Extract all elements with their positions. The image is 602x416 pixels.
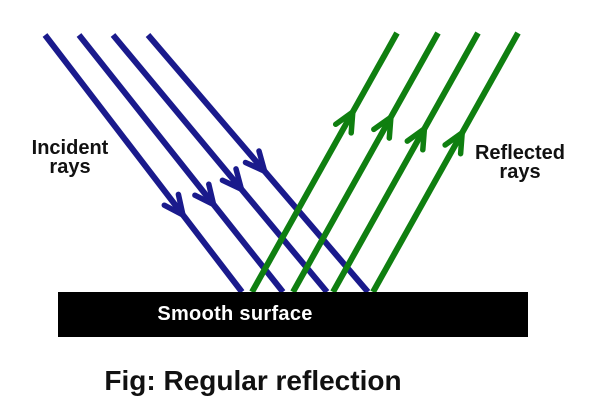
reflected-ray-line xyxy=(330,31,481,294)
smooth-surface-label: Smooth surface xyxy=(157,303,313,325)
reflected-ray-arrowhead-icon xyxy=(371,114,394,141)
reflected-ray-arrowhead-icon xyxy=(404,126,428,153)
incident-ray-line xyxy=(42,33,245,294)
incident-ray-arrowhead-icon xyxy=(242,148,268,174)
smooth-surface-bar xyxy=(58,292,528,337)
reflected-rays-label-line2: rays xyxy=(499,161,541,183)
incident-ray-arrowhead-icon xyxy=(161,191,186,218)
reflected-ray-line xyxy=(290,31,441,294)
incident-ray-arrowhead-icon xyxy=(192,181,217,208)
reflected-ray-arrowhead-icon xyxy=(332,109,356,136)
incident-rays-label: Incident rays xyxy=(5,137,135,178)
reflected-ray-line xyxy=(249,31,400,294)
incident-ray-line xyxy=(145,33,371,294)
incident-rays-group xyxy=(42,33,371,294)
incident-rays-label-line1: Incident xyxy=(31,137,109,159)
incident-ray-line xyxy=(76,33,286,294)
incident-ray-arrowhead-icon xyxy=(219,166,245,192)
figure-caption: Fig: Regular reflection xyxy=(104,365,402,396)
reflected-ray-line xyxy=(370,31,521,294)
reflected-rays-label-line1: Reflected xyxy=(474,142,566,164)
reflected-rays-group xyxy=(249,31,521,294)
incident-rays-label-line2: rays xyxy=(49,156,91,178)
incident-ray-line xyxy=(110,33,330,294)
reflected-rays-label: Reflected rays xyxy=(455,142,585,183)
reflected-ray-arrowhead-icon xyxy=(442,129,465,157)
